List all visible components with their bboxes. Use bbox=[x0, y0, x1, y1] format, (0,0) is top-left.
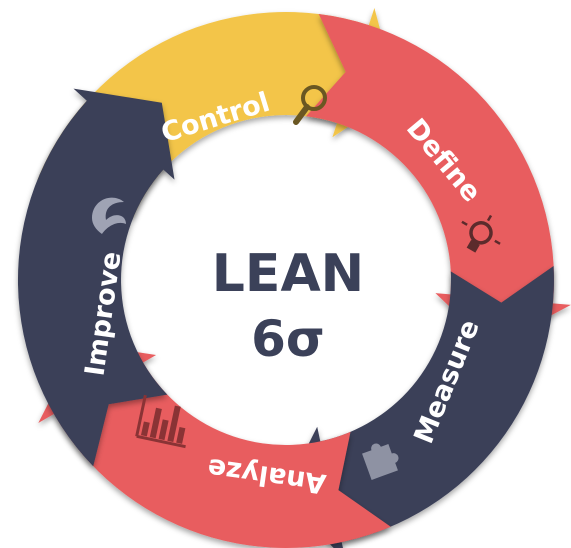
bar-chart-icon bbox=[135, 394, 186, 449]
cycle-arrows bbox=[17, 8, 571, 548]
puzzle-icon bbox=[362, 443, 399, 480]
center-label: LEAN 6σ bbox=[212, 244, 364, 368]
magnifier-icon bbox=[293, 85, 327, 125]
center-title: LEAN bbox=[212, 244, 364, 304]
arrow-segment-define bbox=[306, 14, 571, 347]
gears-icon bbox=[92, 197, 126, 234]
lightbulb-icon bbox=[461, 214, 501, 253]
arrow-segment-improve bbox=[17, 88, 175, 467]
center-subtitle: 6σ bbox=[251, 310, 325, 368]
arrow-segment-measure bbox=[282, 266, 554, 548]
